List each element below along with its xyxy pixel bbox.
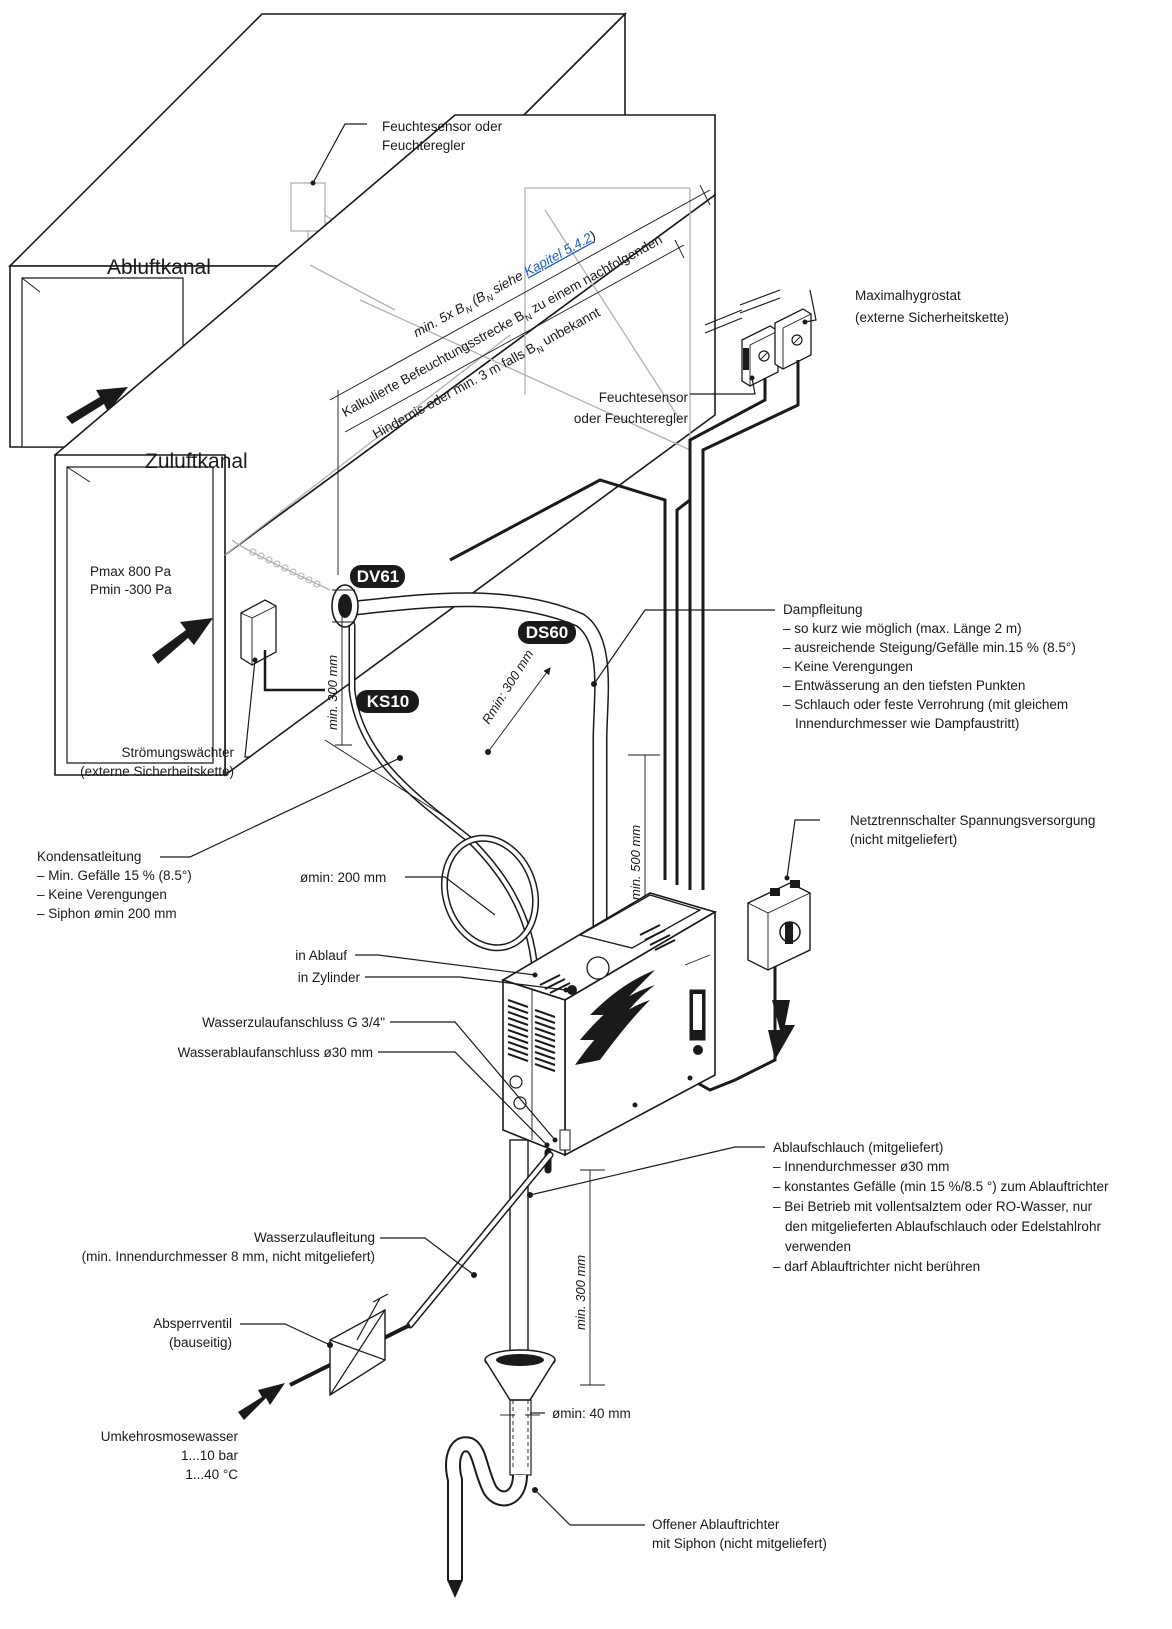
label-water-inlet-conn: Wasserzulaufanschluss G 3/4" xyxy=(202,1015,385,1030)
label-in-drain: in Ablauf xyxy=(295,948,347,963)
svg-text:– Siphon ømin 200 mm: – Siphon ømin 200 mm xyxy=(37,906,177,921)
badge-ds60: DS60 xyxy=(518,621,576,644)
label-flow-monitor: Strömungswächter (externe Sicherheitsket… xyxy=(80,745,234,779)
svg-text:– so kurz wie möglich (max. Lä: – so kurz wie möglich (max. Länge 2 m) xyxy=(783,621,1022,636)
dim-ks10-300: min. 300 mm xyxy=(325,655,340,730)
label-in-cylinder: in Zylinder xyxy=(298,970,361,985)
label-ro-water: Umkehrosmosewasser 1...10 bar 1...40 °C xyxy=(101,1429,239,1482)
lightning-icon xyxy=(768,1000,795,1060)
svg-text:– Innendurchmesser ø30 mm: – Innendurchmesser ø30 mm xyxy=(773,1159,949,1174)
label-water-supply: Wasserzulaufleitung (min. Innendurchmess… xyxy=(82,1230,375,1264)
svg-text:1...10 bar: 1...10 bar xyxy=(181,1448,239,1463)
condensate-hose xyxy=(348,621,540,974)
svg-text:mit Siphon (nicht mitgeliefert: mit Siphon (nicht mitgeliefert) xyxy=(652,1536,827,1551)
svg-text:(bauseitig): (bauseitig) xyxy=(169,1335,232,1350)
svg-text:– ausreichende Steigung/Gefäll: – ausreichende Steigung/Gefälle min.15 %… xyxy=(783,640,1076,655)
humidifier-unit xyxy=(501,892,718,1157)
dim-drain-300: min. 300 mm xyxy=(573,1255,588,1330)
duct-ghost-lines xyxy=(224,187,691,591)
dim-ds60-500: min. 500 mm xyxy=(628,825,643,900)
pressure-min: Pmin -300 Pa xyxy=(90,582,172,597)
svg-text:Offener Ablauftrichter: Offener Ablauftrichter xyxy=(652,1517,780,1532)
dim-radius: Rmin: 300 mm xyxy=(479,647,537,727)
exhaust-flow-arrow-icon xyxy=(66,387,128,424)
svg-text:– konstantes Gefälle (min 15 %: – konstantes Gefälle (min 15 %/8.5 °) zu… xyxy=(773,1179,1109,1194)
svg-text:DV61: DV61 xyxy=(357,567,400,586)
svg-text:Ablaufschlauch (mitgeliefert): Ablaufschlauch (mitgeliefert) xyxy=(773,1140,943,1155)
label-siphon-min: ømin: 200 mm xyxy=(300,870,386,885)
label-drain-hose: Ablaufschlauch (mitgeliefert) – Innendur… xyxy=(773,1140,1109,1274)
svg-text:– Bei Betrieb mit vollentsalzt: – Bei Betrieb mit vollentsalztem oder RO… xyxy=(773,1199,1093,1214)
svg-text:(externe Sicherheitskette): (externe Sicherheitskette) xyxy=(80,764,234,779)
svg-text:– Keine Verengungen: – Keine Verengungen xyxy=(37,887,167,902)
svg-text:Strömungswächter: Strömungswächter xyxy=(121,745,234,760)
svg-text:– darf Ablauftrichter nicht be: – darf Ablauftrichter nicht berühren xyxy=(773,1259,980,1274)
badge-ks10: KS10 xyxy=(356,690,419,713)
supply-duct xyxy=(53,114,716,777)
label-max-hygrostat: Maximalhygrostat (externe Sicherheitsket… xyxy=(855,288,1009,325)
svg-text:KS10: KS10 xyxy=(367,692,410,711)
steam-hose xyxy=(347,592,610,958)
leader-dots xyxy=(252,180,808,1493)
svg-text:(min. Innendurchmesser 8 mm,: (min. Innendurchmesser 8 mm, nicht mitge… xyxy=(82,1249,375,1264)
outflow-arrow-icon xyxy=(447,1580,463,1598)
label-open-funnel: Offener Ablauftrichter mit Siphon (nicht… xyxy=(652,1517,827,1551)
pressure-max: Pmax 800 Pa xyxy=(90,564,172,579)
water-supply-line xyxy=(238,1151,554,1420)
svg-text:Innendurchmesser wie Dampfaust: Innendurchmesser wie Dampfaustritt) xyxy=(795,716,1019,731)
svg-text:Feuchtesensor oder: Feuchtesensor oder xyxy=(382,119,503,134)
svg-text:Feuchteregler: Feuchteregler xyxy=(382,138,466,153)
label-water-drain-conn: Wasserablaufanschluss ø30 mm xyxy=(178,1045,373,1060)
exhaust-duct-label: Abluftkanal xyxy=(107,256,211,279)
svg-text:(nicht mitgeliefert): (nicht mitgeliefert) xyxy=(850,832,957,847)
svg-text:– Schlauch oder feste Verrohru: – Schlauch oder feste Verrohrung (mit gl… xyxy=(783,697,1068,712)
svg-text:Feuchtesensor: Feuchtesensor xyxy=(599,390,689,405)
signal-cables xyxy=(449,360,800,1092)
supply-duct-label: Zuluftkanal xyxy=(145,450,248,473)
steam-nozzle xyxy=(331,584,359,628)
label-isolator: Netztrennschalter Spannungsversorgung (n… xyxy=(850,813,1095,847)
isolator-switch xyxy=(747,880,811,1060)
label-funnel-min: ømin: 40 mm xyxy=(552,1406,631,1421)
distance-dimension xyxy=(329,184,711,575)
svg-text:– Keine Verengungen: – Keine Verengungen xyxy=(783,659,913,674)
svg-text:Dampfleitung: Dampfleitung xyxy=(783,602,863,617)
svg-text:Maximalhygrostat: Maximalhygrostat xyxy=(855,288,961,303)
svg-text:den mitgelieferten Ablaufschla: den mitgelieferten Ablaufschlauch oder E… xyxy=(785,1219,1101,1234)
inflow-arrow-icon xyxy=(238,1383,285,1420)
svg-text:Kondensatleitung: Kondensatleitung xyxy=(37,849,141,864)
svg-text:verwenden: verwenden xyxy=(785,1239,851,1254)
svg-text:(externe Sicherheitskette): (externe Sicherheitskette) xyxy=(855,310,1009,325)
svg-text:DS60: DS60 xyxy=(526,623,569,642)
leader-lines xyxy=(160,123,820,1526)
svg-text:Umkehrosmosewasser: Umkehrosmosewasser xyxy=(101,1429,239,1444)
svg-text:Absperrventil: Absperrventil xyxy=(153,1316,232,1331)
svg-text:Wasserzulaufleitung: Wasserzulaufleitung xyxy=(254,1230,375,1245)
svg-text:1...40 °C: 1...40 °C xyxy=(185,1467,238,1482)
label-condensate: Kondensatleitung – Min. Gefälle 15 % (8.… xyxy=(37,849,192,921)
svg-text:Netztrennschalter Spannungsver: Netztrennschalter Spannungsversorgung xyxy=(850,813,1095,828)
svg-text:– Min. Gefälle 15 % (8.5°): – Min. Gefälle 15 % (8.5°) xyxy=(37,868,192,883)
supply-flow-arrow-icon xyxy=(152,618,213,664)
badge-dv61: DV61 xyxy=(350,565,405,588)
label-steam-line: Dampfleitung – so kurz wie möglich (max.… xyxy=(783,602,1076,731)
label-sensor-right: Feuchtesensor oder Feuchteregler xyxy=(574,390,689,426)
duct-sensors-right xyxy=(704,289,812,387)
flow-monitor xyxy=(240,599,325,692)
label-sensor-top: Feuchtesensor oder Feuchteregler xyxy=(382,119,503,153)
drain-assembly xyxy=(445,1139,556,1598)
svg-text:– Entwässerung an den tiefsten: – Entwässerung an den tiefsten Punkten xyxy=(783,678,1025,693)
label-shutoff-valve: Absperrventil (bauseitig) xyxy=(153,1316,232,1350)
svg-text:oder Feuchteregler: oder Feuchteregler xyxy=(574,411,689,426)
